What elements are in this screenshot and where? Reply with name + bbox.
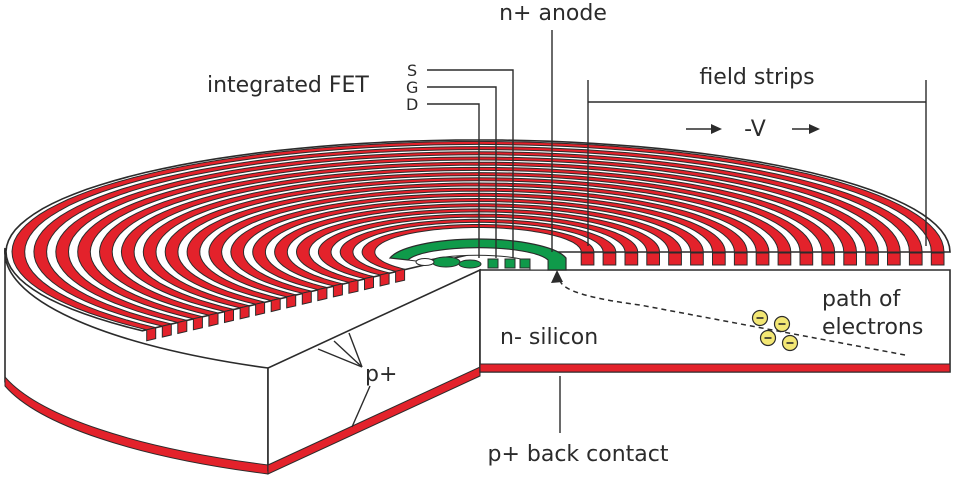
strip-cut-section <box>865 252 879 266</box>
strip-cross-sections <box>146 252 945 342</box>
strip-diagonal-section <box>224 308 234 324</box>
strip-diagonal-section <box>208 312 219 327</box>
strip-cut-section <box>887 252 901 266</box>
strip-diagonal-section <box>146 326 157 342</box>
back-contact-label: p+ back contact <box>488 442 669 467</box>
strip-cut-section <box>580 252 595 266</box>
strip-diagonal-section <box>364 275 374 291</box>
diagonal-back-contact-layer <box>267 366 481 475</box>
arrow-right-head <box>809 124 820 134</box>
strip-diagonal-section <box>395 268 406 283</box>
strip-cut-section <box>777 252 792 266</box>
fet-contact-gate <box>458 259 482 269</box>
strip-diagonal-section <box>177 319 188 335</box>
gate-pin-label: G <box>406 78 418 97</box>
strip-diagonal-section <box>348 279 359 294</box>
n-silicon-label: n- silicon <box>500 325 598 350</box>
electron-path <box>559 279 906 356</box>
strip-cut-section <box>821 252 836 266</box>
drain-pin-label: D <box>406 95 418 114</box>
electrons-group <box>751 309 799 352</box>
anode-label: n+ anode <box>499 1 607 26</box>
path-of-label: path of <box>822 287 901 312</box>
strip-cut-section <box>930 252 945 266</box>
strip-cut-section <box>668 252 682 266</box>
fet-contact-drain <box>415 258 435 266</box>
source-pin-label: S <box>407 61 417 80</box>
strip-cut-section <box>908 252 923 266</box>
strip-diagonal-section <box>239 305 250 320</box>
voltage-label: -V <box>744 117 766 142</box>
field-strips-label: field strips <box>699 65 814 90</box>
strip-cut-section <box>843 252 857 266</box>
electrons-label: electrons <box>822 315 923 340</box>
anode-and-fet-region <box>388 238 567 271</box>
integrated-fet-label: integrated FET <box>207 73 369 98</box>
electron-path-arrowhead <box>551 270 563 283</box>
gate-leader <box>427 86 497 258</box>
strip-diagonal-section <box>270 297 281 313</box>
leader-lines <box>317 30 927 433</box>
strip-cut-section <box>712 252 726 266</box>
strip-cut-section <box>755 252 770 266</box>
source-leader <box>427 69 514 258</box>
strip-diagonal-section <box>161 323 172 338</box>
p-plus-label: p+ <box>365 362 397 387</box>
cross-section-back-contact <box>479 363 951 373</box>
p-plus-leader-3 <box>348 332 363 368</box>
strip-diagonal-section <box>192 316 203 331</box>
strip-cut-section <box>733 252 748 266</box>
fet-drain-block <box>519 258 531 269</box>
fet-gate-block <box>487 258 499 269</box>
fet-source-block <box>504 258 516 269</box>
strip-diagonal-section <box>379 272 390 287</box>
p-plus-leader-1 <box>317 348 363 368</box>
strip-diagonal-section <box>332 283 343 298</box>
strip-cut-section <box>624 252 639 266</box>
arrow-left-head <box>711 124 722 134</box>
p-plus-leader-2 <box>333 340 363 368</box>
strip-diagonal-section <box>317 286 328 302</box>
strip-cut-section <box>690 252 704 266</box>
strip-diagonal-section <box>286 294 297 309</box>
fet-contact-source <box>431 256 461 268</box>
strip-cut-section <box>646 252 660 266</box>
p-plus-back-leader <box>351 385 371 428</box>
strip-diagonal-section <box>301 290 312 305</box>
voltage-gradient-arrows <box>686 124 820 134</box>
strip-diagonal-section <box>255 301 266 316</box>
strip-cut-section <box>602 252 617 266</box>
strip-cut-section <box>799 252 814 266</box>
drain-leader <box>427 103 480 258</box>
